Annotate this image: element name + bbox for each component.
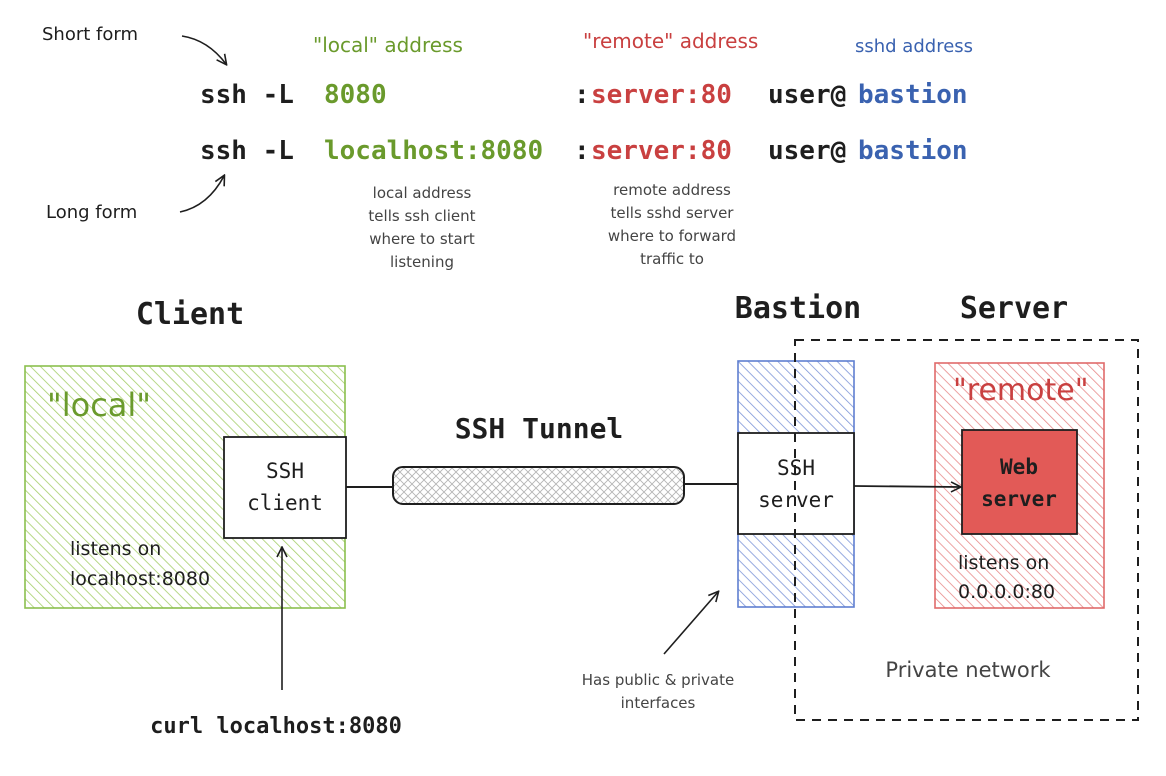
sshd-address-label: sshd address [855, 36, 973, 57]
ssh-tunnel-pipe [392, 466, 685, 505]
ssh-tunnel-label: SSH Tunnel [455, 412, 624, 445]
remote-address-note-line: where to forward [608, 227, 736, 245]
remote-address-note: remote address tells sshd server where t… [608, 181, 736, 268]
local-address-note-line: listening [390, 253, 454, 271]
curl-command: curl localhost:8080 [150, 714, 402, 739]
bastion-title: Bastion [735, 291, 861, 326]
private-network-boundary [794, 339, 1139, 721]
interfaces-note-line: interfaces [621, 694, 696, 712]
interfaces-arrow [663, 592, 718, 655]
client-listens-line: listens on [70, 538, 161, 560]
remote-address-note-line: tells sshd server [611, 204, 735, 222]
forward-arrow [853, 486, 960, 487]
short-form-label: Short form [42, 24, 138, 45]
local-address-note-line: where to start [369, 230, 475, 248]
client-title: Client [136, 297, 244, 332]
ssh-client-box [223, 436, 347, 539]
local-zone-label: "local" [47, 386, 151, 424]
interfaces-note-line: Has public & private [582, 671, 734, 689]
web-server-box [961, 429, 1078, 535]
long-command-prefix: ssh -L [200, 136, 294, 166]
remote-address-note-line: traffic to [640, 250, 704, 268]
long-form-label: Long form [46, 202, 137, 223]
remote-address-label: "remote" address [583, 29, 758, 53]
local-address-note-line: tells ssh client [368, 207, 475, 225]
long-command-user: user@ [768, 136, 846, 166]
local-address-note-line: local address [373, 184, 472, 202]
short-command-user: user@ [768, 80, 846, 110]
local-address-note: local address tells ssh client where to … [368, 184, 475, 271]
long-command-local: localhost:8080 [324, 136, 543, 166]
remote-address-note-line: remote address [613, 181, 731, 199]
long-form-arrow [179, 176, 224, 213]
short-command-remote: server:80 [591, 80, 732, 110]
long-command-remote: server:80 [591, 136, 732, 166]
long-command-colon: : [574, 136, 590, 166]
private-network-label: Private network [885, 658, 1051, 682]
web-server-label-line: Web [1000, 455, 1038, 479]
ssh-client-label-line: client [247, 491, 323, 515]
short-command-colon: : [574, 80, 590, 110]
ssh-client-label-line: SSH [266, 459, 304, 483]
short-form-arrow [181, 35, 226, 64]
remote-zone-label: "remote" [953, 373, 1089, 408]
web-server-label-line: server [981, 487, 1057, 511]
client-listens-line: localhost:8080 [70, 568, 210, 590]
short-command-local: 8080 [324, 80, 387, 110]
server-listens-line: listens on [958, 552, 1049, 574]
server-title: Server [960, 291, 1068, 326]
server-listens-line: 0.0.0.0:80 [958, 581, 1055, 603]
local-address-label: "local" address [313, 33, 463, 57]
short-command-prefix: ssh -L [200, 80, 294, 110]
long-command-host: bastion [858, 136, 968, 166]
short-command-host: bastion [858, 80, 968, 110]
